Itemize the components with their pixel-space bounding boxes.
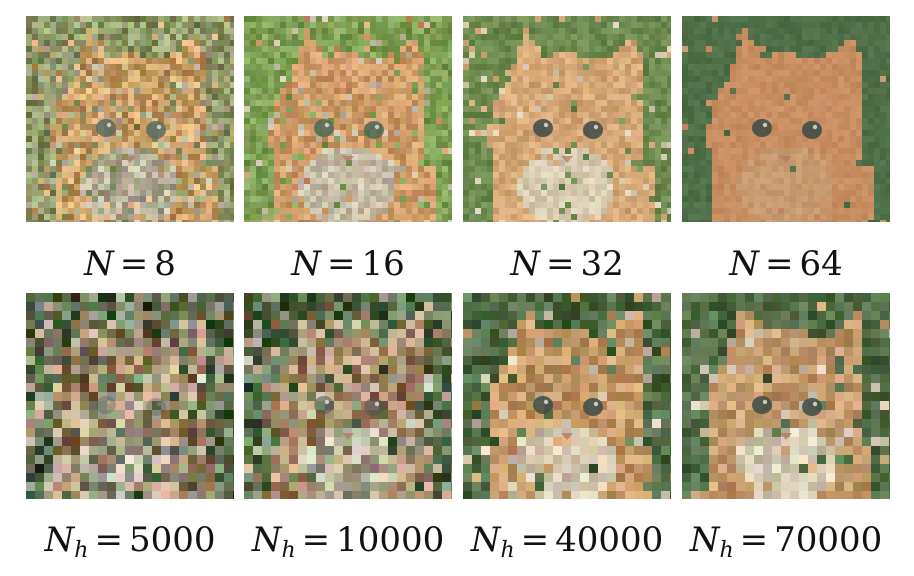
cat-eye: [96, 396, 116, 414]
caption-equals: =: [739, 520, 769, 560]
cat-eye: [146, 398, 166, 416]
cat-eye-highlight: [593, 124, 599, 130]
caption-top-2: N=16: [239, 244, 457, 284]
caption-value: 8: [154, 244, 176, 284]
caption-variable: N: [251, 520, 282, 560]
cat-eye: [533, 396, 553, 414]
cat-eye-highlight: [156, 124, 162, 130]
cat-eye-highlight: [812, 124, 818, 130]
cat-eye: [752, 119, 772, 137]
cat-eye-highlight: [374, 401, 380, 407]
cat-eye: [96, 119, 116, 137]
caption-bottom-1: Nh=5000: [21, 520, 239, 571]
cat-eye: [314, 119, 334, 137]
cat-eye: [583, 398, 603, 416]
caption-top-3: N=32: [458, 244, 676, 284]
cat-eye: [533, 119, 553, 137]
caption-variable: N: [84, 244, 114, 284]
cat-nose: [342, 433, 354, 440]
cat-nose: [780, 156, 792, 163]
caption-value: 10000: [336, 520, 445, 560]
hexagon-cat-image: [463, 293, 671, 499]
cat-image-n-16: [244, 16, 452, 222]
cat-eye-highlight: [543, 122, 549, 128]
caption-equals: =: [301, 520, 331, 560]
cat-eye-highlight: [106, 122, 112, 128]
quantized-cat-image: [244, 16, 452, 222]
hexagon-cat-image: [682, 293, 890, 499]
caption-value: 64: [799, 244, 843, 284]
cat-image-nh-10000: [244, 293, 452, 499]
quantized-cat-image: [463, 16, 671, 222]
caption-variable: N: [510, 244, 540, 284]
caption-equals: =: [94, 520, 123, 560]
caption-variable: N: [470, 520, 501, 560]
caption-bottom-2: Nh=10000: [239, 520, 457, 571]
caption-bottom-3: Nh=40000: [458, 520, 676, 571]
cat-eye-highlight: [324, 399, 330, 405]
cat-eye-highlight: [543, 399, 549, 405]
caption-variable: N: [291, 244, 321, 284]
cat-eye-highlight: [106, 399, 112, 405]
caption-value: 5000: [128, 520, 216, 560]
cat-eye-highlight: [812, 401, 818, 407]
caption-variable: N: [689, 520, 720, 560]
caption-value: 70000: [774, 520, 883, 560]
cat-eye: [364, 398, 384, 416]
cat-nose: [124, 156, 136, 163]
cat-eye-highlight: [374, 124, 380, 130]
caption-equals: =: [520, 520, 550, 560]
caption-subscript: h: [74, 538, 89, 563]
caption-equals: =: [119, 244, 149, 284]
cat-eye-highlight: [593, 401, 599, 407]
cat-image-nh-40000: [463, 293, 671, 499]
cat-image-nh-70000: [682, 293, 890, 499]
cat-nose: [124, 433, 136, 440]
caption-variable: N: [44, 520, 75, 560]
cat-eye-highlight: [762, 399, 768, 405]
hexagon-cat-image: [26, 293, 234, 499]
cat-eye: [752, 396, 772, 414]
cat-eye-highlight: [324, 122, 330, 128]
caption-equals: =: [764, 244, 794, 284]
caption-equals: =: [545, 244, 575, 284]
cat-nose: [780, 433, 792, 440]
caption-value: 40000: [555, 520, 664, 560]
cat-nose: [561, 433, 573, 440]
caption-equals: =: [326, 244, 356, 284]
caption-value: 16: [361, 244, 405, 284]
cat-eye: [364, 121, 384, 139]
quantized-cat-image: [682, 16, 890, 222]
cat-eye: [802, 398, 822, 416]
cat-nose: [561, 156, 573, 163]
cat-image-n-64: [682, 16, 890, 222]
cat-image-nh-5000: [26, 293, 234, 499]
caption-subscript: h: [719, 538, 734, 563]
caption-subscript: h: [500, 538, 515, 563]
caption-top-4: N=64: [677, 244, 895, 284]
cat-image-n-32: [463, 16, 671, 222]
quantized-cat-image: [26, 16, 234, 222]
caption-subscript: h: [281, 538, 296, 563]
caption-variable: N: [729, 244, 759, 284]
caption-top-1: N=8: [21, 244, 239, 284]
cat-eye-highlight: [156, 401, 162, 407]
cat-image-n-8: [26, 16, 234, 222]
hexagon-cat-image: [244, 293, 452, 499]
cat-eye: [314, 396, 334, 414]
cat-eye: [146, 121, 166, 139]
cat-eye-highlight: [762, 122, 768, 128]
caption-bottom-4: Nh=70000: [677, 520, 895, 571]
cat-eye: [802, 121, 822, 139]
cat-nose: [342, 156, 354, 163]
caption-value: 32: [580, 244, 624, 284]
cat-eye: [583, 121, 603, 139]
